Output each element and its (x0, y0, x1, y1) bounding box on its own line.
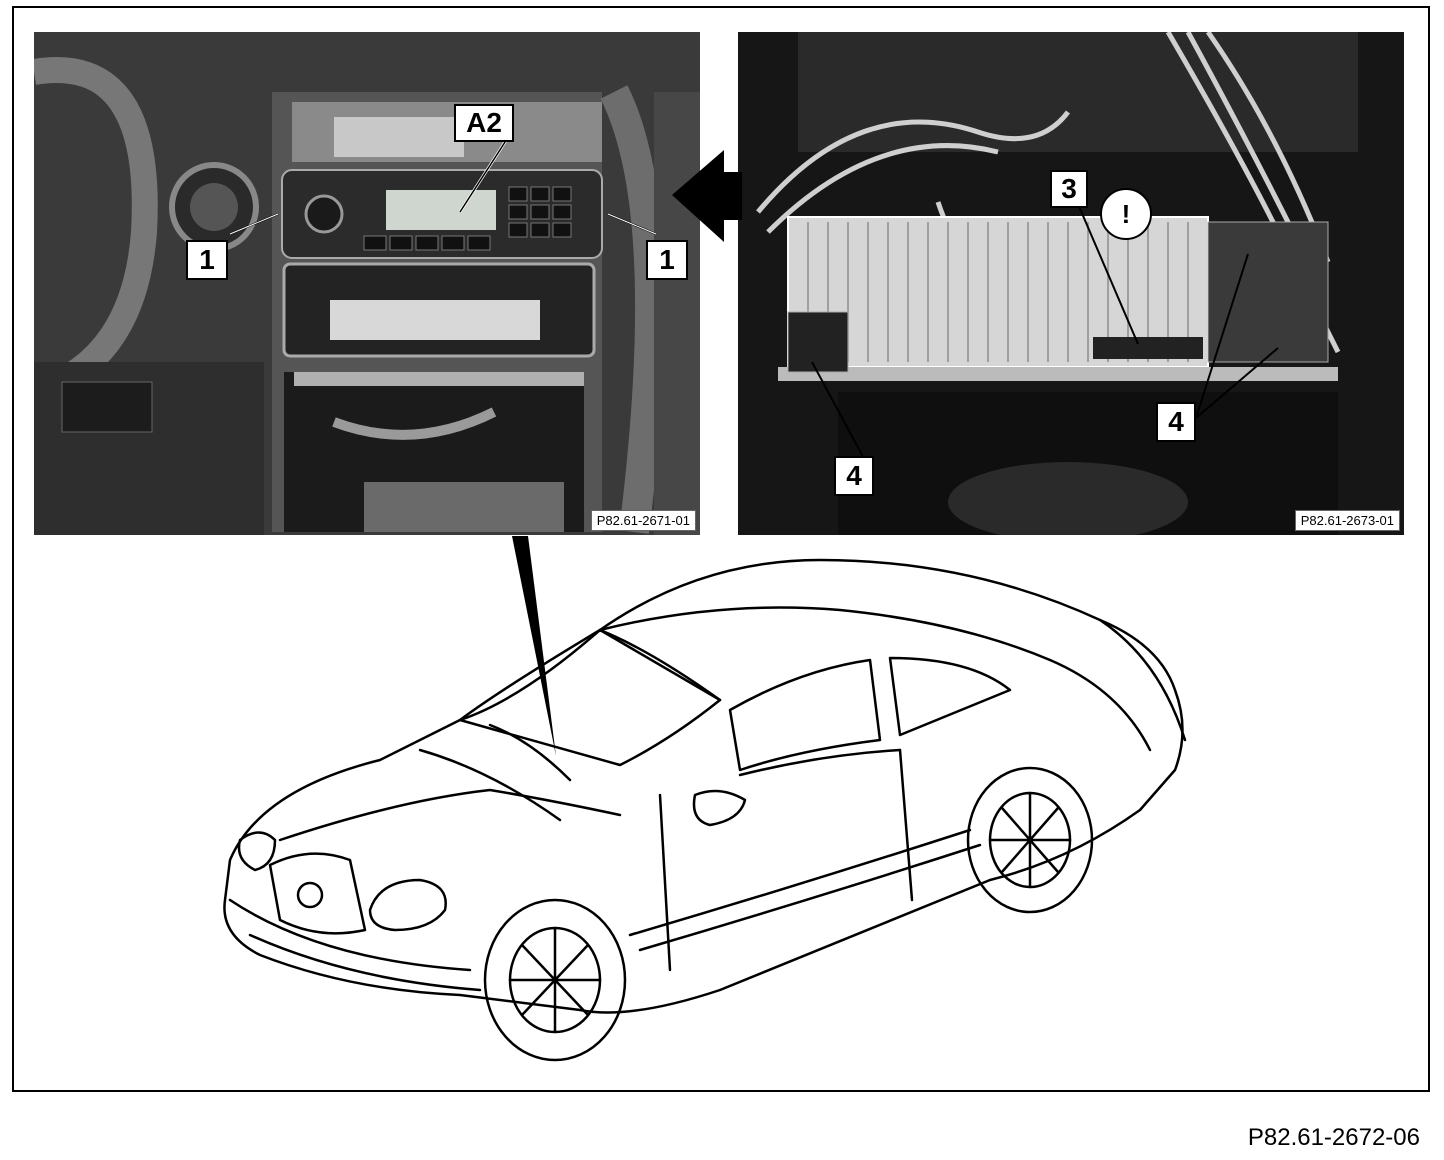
photo-right-reference: P82.61-2673-01 (1294, 510, 1400, 531)
photo-left-reference: P82.61-2671-01 (590, 510, 696, 531)
vehicle-line-drawing (223, 558, 1187, 1062)
caution-note-icon: ! (1100, 188, 1152, 240)
callout-a2: A2 (454, 104, 514, 142)
photo-module-installed: 3 ! 4 4 P82.61-2673-01 (738, 32, 1404, 535)
callout-3: 3 (1050, 170, 1088, 208)
callout-4-right: 4 (1156, 402, 1196, 442)
photo-center-console: A2 1 1 P82.61-2671-01 (34, 32, 700, 535)
console-illustration (34, 32, 700, 535)
callout-1-left: 1 (186, 240, 228, 280)
callout-4-left: 4 (834, 456, 874, 496)
module-illustration (738, 32, 1404, 535)
callout-1-right: 1 (646, 240, 688, 280)
figure-reference: P82.61-2672-06 (1247, 1124, 1420, 1151)
